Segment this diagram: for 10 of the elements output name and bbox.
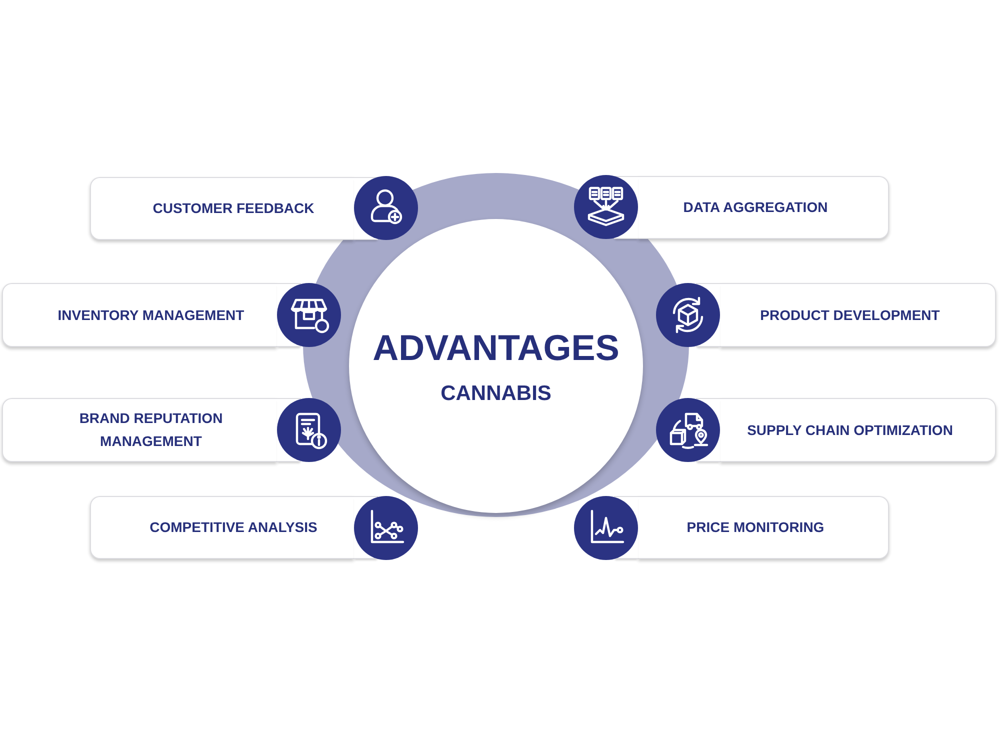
card-title: BRAND REPUTATION MANAGEMENT — [78, 409, 224, 451]
card-title: INVENTORY MANAGEMENT — [58, 306, 244, 324]
center-subtitle: CANNABIS — [440, 382, 552, 406]
card-title: PRICE MONITORING — [686, 518, 824, 537]
center-title: ADVANTAGES — [372, 327, 620, 369]
card-title: PRODUCT DEVELOPMENT — [760, 306, 940, 324]
card-title: CUSTOMER FEEDBACK — [152, 199, 314, 218]
card-title: DATA AGGREGATION — [683, 198, 828, 217]
card-title: SUPPLY CHAIN OPTIMIZATION — [747, 420, 953, 440]
card-title: COMPETITIVE ANALYSIS — [150, 518, 318, 537]
